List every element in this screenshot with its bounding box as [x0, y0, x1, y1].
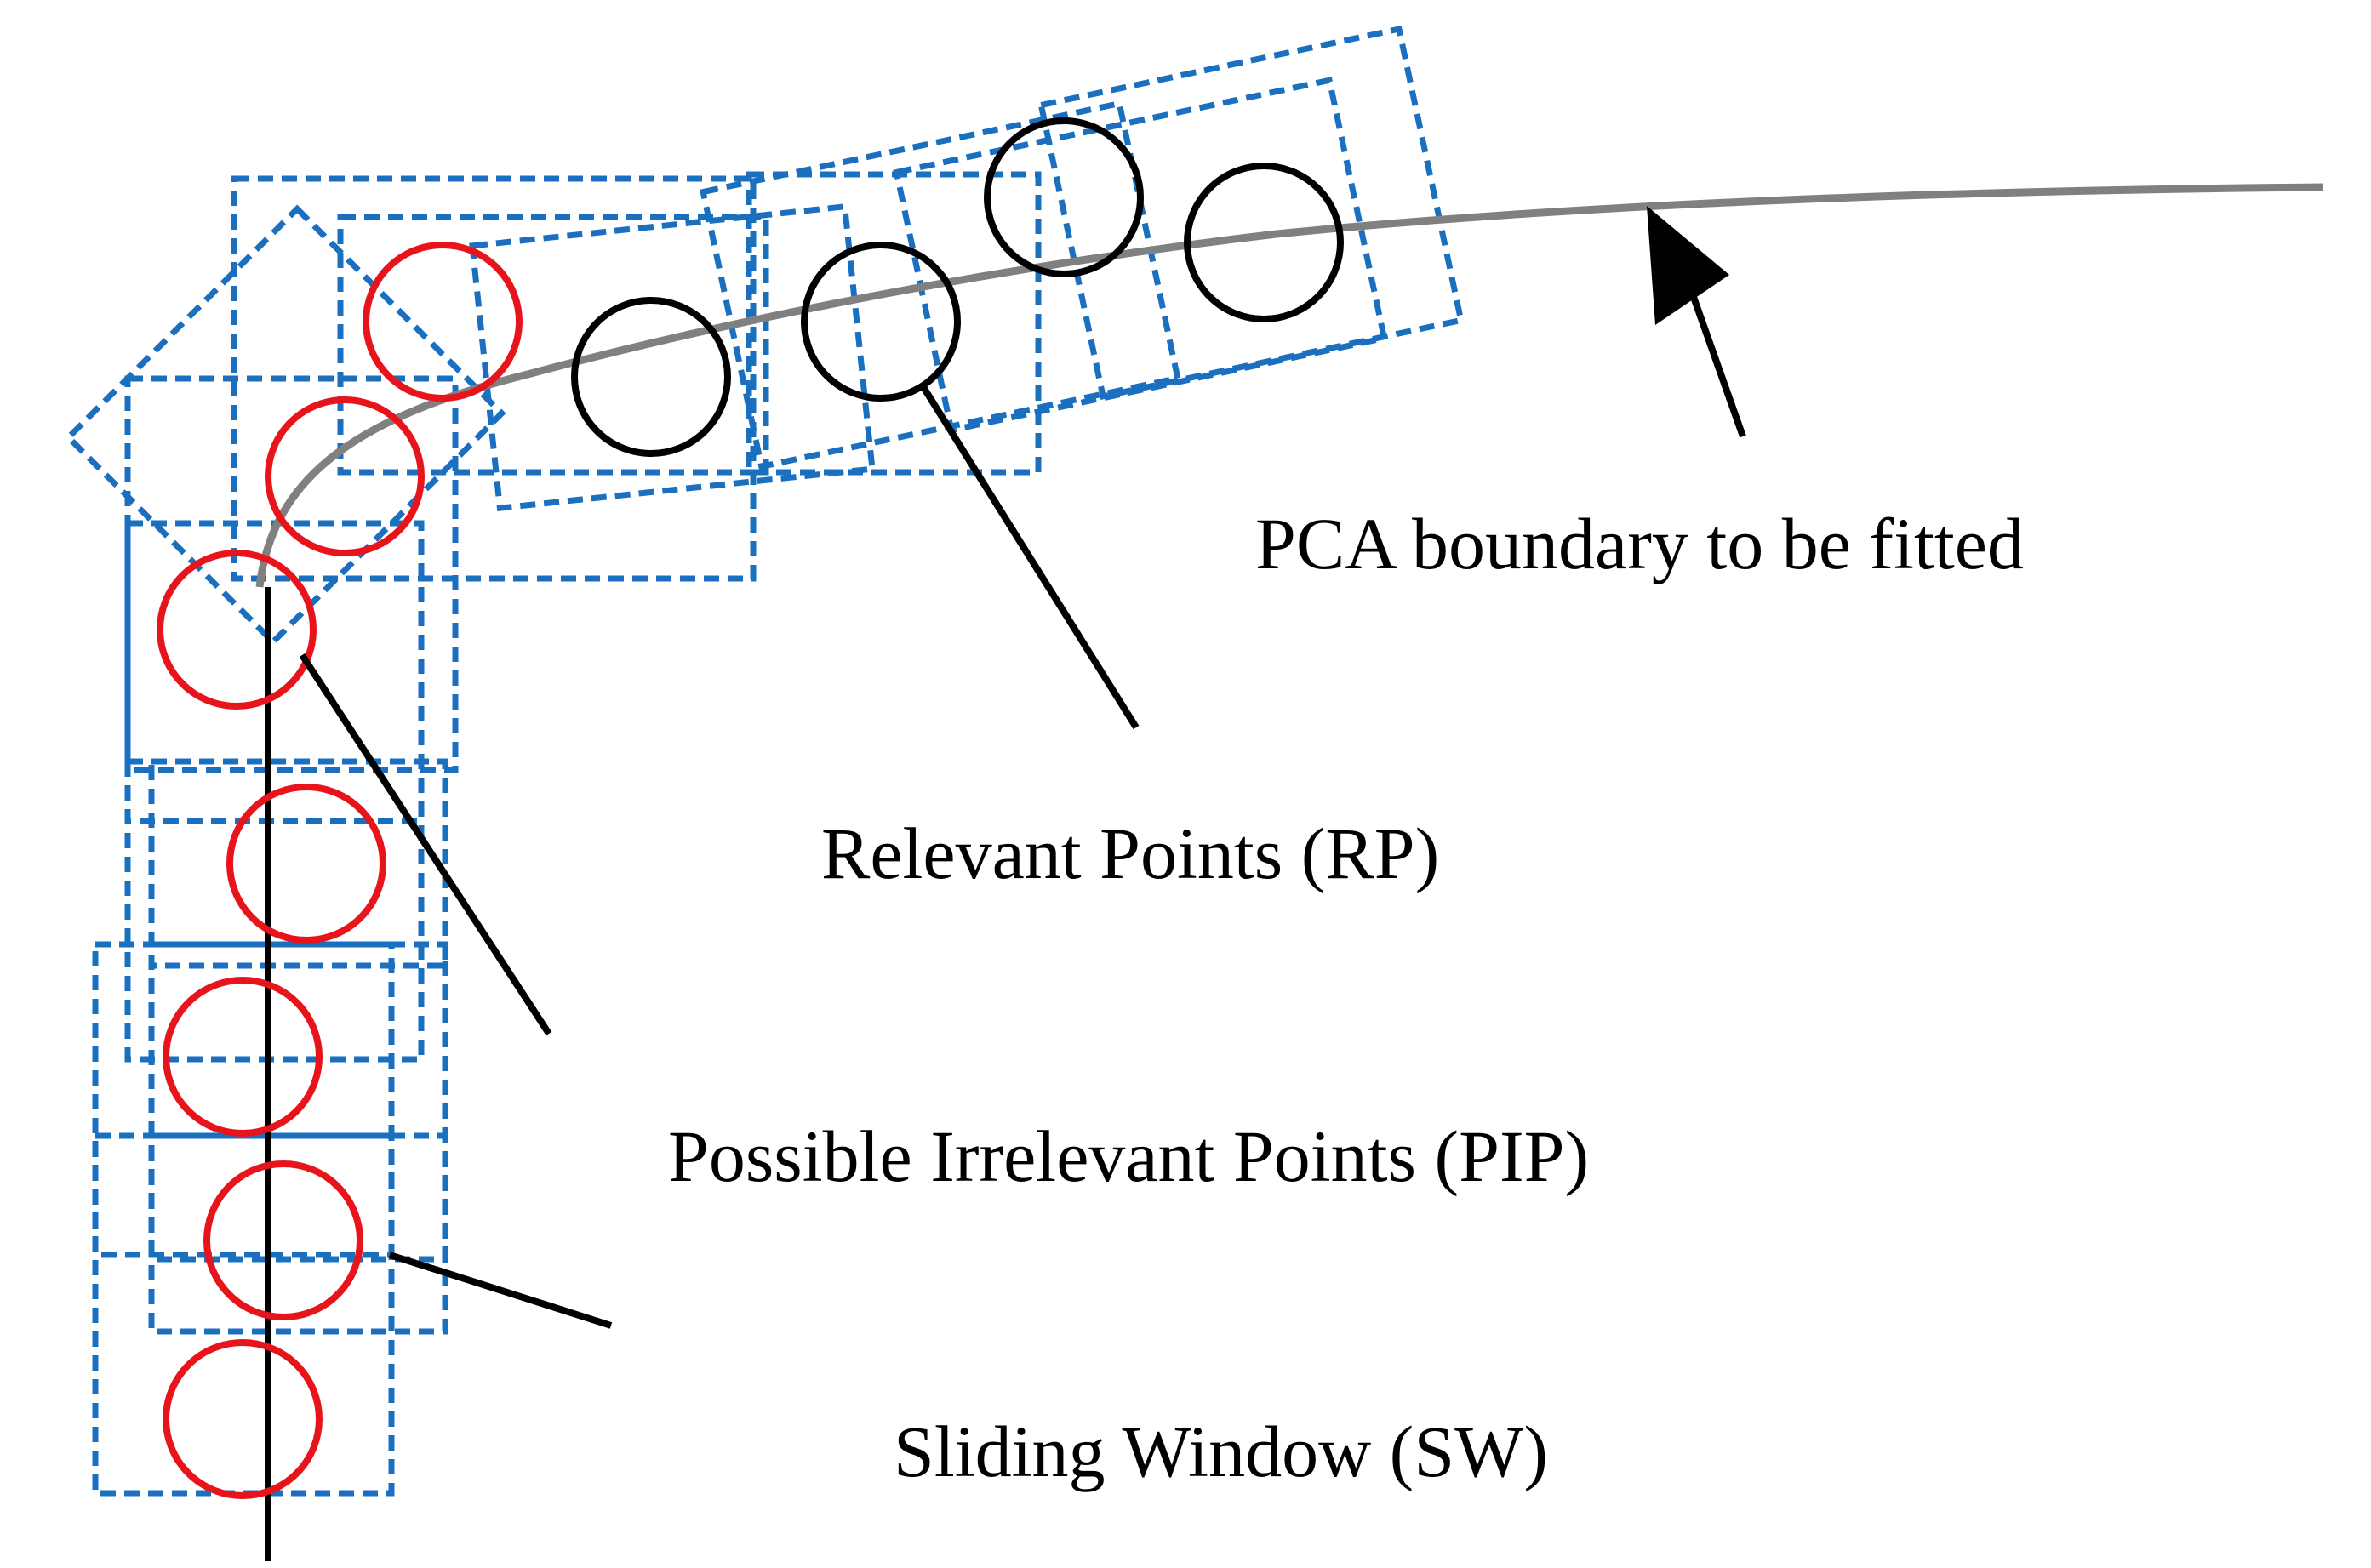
relevant-points: [571, 117, 1344, 457]
irrelevant-point: [203, 1160, 363, 1320]
pca-boundary-arrowhead: [1647, 206, 1729, 325]
irrelevant-point: [157, 550, 317, 710]
sliding-window-box: [64, 204, 506, 647]
irrelevant-point: [163, 977, 323, 1137]
sliding-window-box: [92, 1132, 395, 1497]
sliding-window-box: [92, 941, 395, 1258]
leader-lines: [299, 283, 1746, 1329]
irrelevant-point: [226, 784, 386, 944]
irrelevant-point: [265, 396, 425, 556]
sliding-window-box: [1037, 25, 1465, 401]
sliding-window-box: [124, 375, 459, 773]
relevant-points-label: Relevant Points (RP): [821, 813, 1439, 894]
relevant-point: [571, 297, 731, 457]
relevant-point: [1184, 163, 1344, 322]
leader-line-irrelevant-points: [299, 653, 552, 1036]
leader-line-pca-boundary: [1686, 283, 1746, 438]
sliding-window-box: [337, 214, 769, 476]
sliding-window-box: [148, 941, 448, 1263]
possible-irrelevant-points: [157, 242, 523, 1499]
irrelevant-point: [163, 1339, 323, 1499]
relevant-point: [984, 117, 1144, 277]
sliding-window-box: [746, 171, 1042, 476]
sliding-window-box: [231, 175, 757, 582]
sliding-window-box: [148, 758, 448, 969]
leader-line-relevant-points: [920, 385, 1140, 730]
sliding-window-box: [893, 77, 1388, 434]
pca-boundary-curve: [255, 183, 2324, 588]
sliding-windows: [64, 25, 1465, 1497]
irrelevant-point: [363, 242, 523, 402]
sliding-window-box: [700, 100, 1181, 470]
relevant-point: [801, 242, 961, 402]
sliding-window-label: Sliding Window (SW): [894, 1411, 1548, 1492]
pca-boundary-label: PCA boundary to be fitted: [1255, 503, 2024, 584]
sliding-window-box: [124, 758, 425, 1063]
possible-irrelevant-points-label: Possible Irrelevant Points (PIP): [668, 1115, 1589, 1197]
leader-line-sliding-window: [388, 1252, 613, 1329]
